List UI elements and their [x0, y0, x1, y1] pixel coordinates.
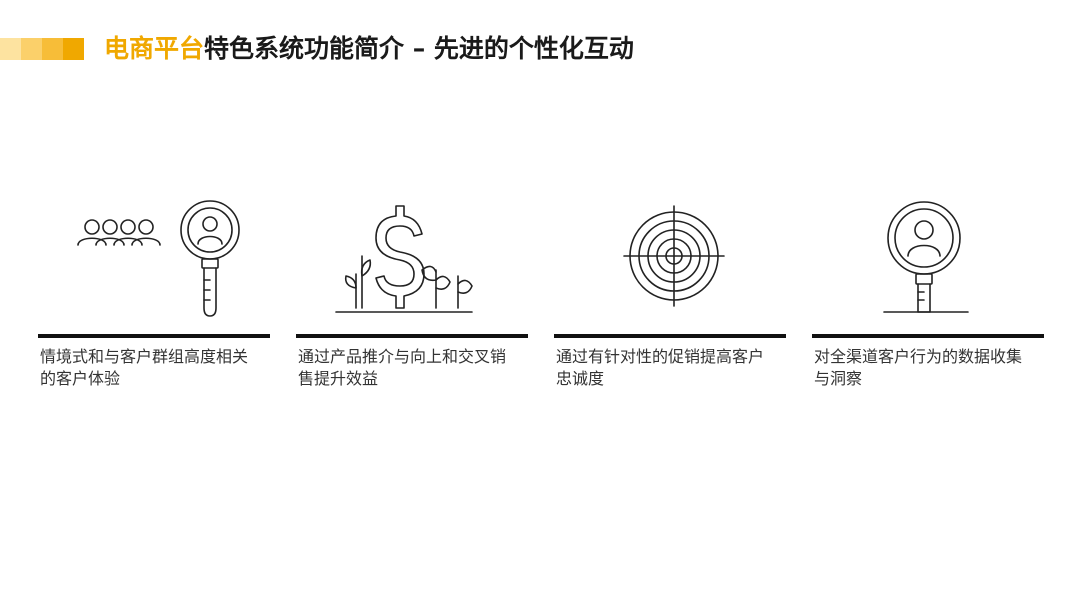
feature-item-revenue: 通过产品推介与向上和交叉销售提升效益	[296, 196, 528, 390]
feature-description: 通过产品推介与向上和交叉销售提升效益	[298, 347, 507, 388]
feature-description: 对全渠道客户行为的数据收集与洞察	[814, 347, 1023, 388]
feature-item-experience: 情境式和与客户群组高度相关的客户体验	[38, 196, 270, 390]
target-icon	[554, 196, 786, 332]
feature-description: 情境式和与客户群组高度相关的客户体验	[40, 347, 249, 388]
accent-bar-3	[42, 38, 63, 60]
feature-divider	[554, 334, 786, 338]
accent-bar-4	[63, 38, 84, 60]
page-title-rest: 特色系统功能简介 – 先进的个性化互动	[204, 34, 634, 63]
feature-divider	[38, 334, 270, 338]
group-magnifier-icon	[38, 196, 270, 332]
feature-list: 情境式和与客户群组高度相关的客户体验 通过产	[38, 196, 1044, 390]
page-title-highlight: 电商平台	[104, 34, 205, 63]
page-title: 电商平台特色系统功能简介 – 先进的个性化互动	[104, 30, 634, 68]
feature-divider	[296, 334, 528, 338]
feature-item-insight: 对全渠道客户行为的数据收集与洞察	[812, 196, 1044, 390]
feature-divider	[812, 334, 1044, 338]
dollar-growth-icon	[296, 196, 528, 332]
person-magnifier-icon	[812, 196, 1044, 332]
feature-item-loyalty: 通过有针对性的促销提高客户忠诚度	[554, 196, 786, 390]
title-accent-bars	[0, 38, 84, 60]
accent-bar-2	[21, 38, 42, 60]
accent-bar-1	[0, 38, 21, 60]
feature-description: 通过有针对性的促销提高客户忠诚度	[556, 347, 765, 388]
